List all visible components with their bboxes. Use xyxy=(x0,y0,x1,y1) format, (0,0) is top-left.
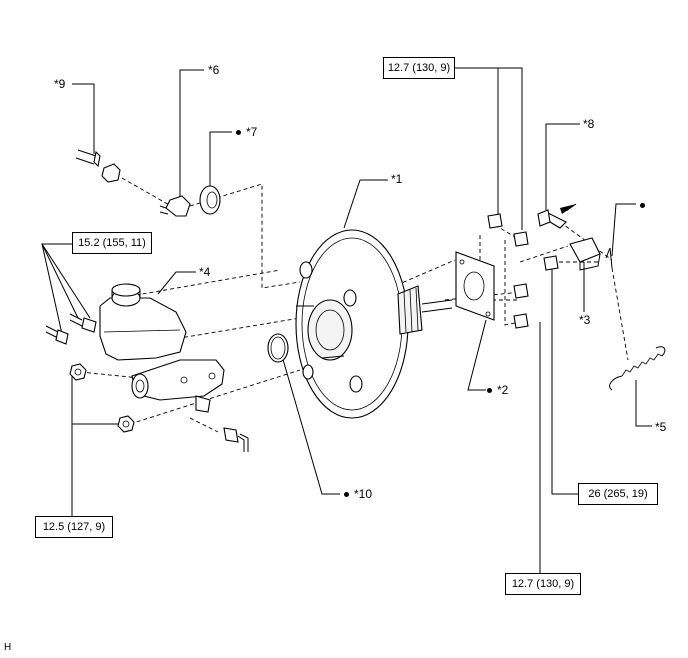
master-cylinder xyxy=(99,283,225,413)
marker-dot-clip xyxy=(640,198,650,212)
label-part-1: *1 xyxy=(391,172,403,186)
label-part-4: *4 xyxy=(199,265,211,279)
label-part-9: *9 xyxy=(54,77,66,91)
booster-nuts xyxy=(487,213,559,329)
torque-box-bottom-left: 12.5 (127, 9) xyxy=(35,516,113,538)
clevis-and-pin xyxy=(537,203,601,271)
label-part-10: *10 xyxy=(354,487,373,501)
brake-line-fittings xyxy=(45,313,97,345)
leader-lines xyxy=(41,67,652,574)
label-part-7-row: *7 xyxy=(236,125,257,139)
torque-box-clevis: 26 (265, 19) xyxy=(578,483,658,505)
marker-dot-2 xyxy=(487,388,492,394)
torque-box-top: 12.7 (130, 9) xyxy=(383,57,455,79)
label-part-8: *8 xyxy=(583,117,595,131)
label-part-2-row: *2 xyxy=(487,383,508,397)
corner-code: H xyxy=(4,642,12,653)
clip-dot-icon xyxy=(640,203,645,209)
label-part-10-row: *10 xyxy=(344,487,372,501)
marker-dot-7 xyxy=(236,130,241,136)
label-part-7: *7 xyxy=(246,125,258,139)
gasket xyxy=(455,251,495,321)
o-ring xyxy=(267,333,289,363)
marker-dot-10 xyxy=(344,492,349,498)
return-spring-and-clip xyxy=(605,247,666,391)
torque-box-left: 15.2 (155, 11) xyxy=(72,232,152,254)
torque-box-bottom-right: 12.7 (130, 9) xyxy=(505,573,581,595)
brake-booster xyxy=(295,229,453,419)
label-part-6: *6 xyxy=(208,63,220,77)
label-part-2: *2 xyxy=(497,383,509,397)
master-cylinder-nuts xyxy=(69,363,135,433)
vacuum-hose-parts xyxy=(75,149,221,217)
label-part-5: *5 xyxy=(655,420,667,434)
label-part-3: *3 xyxy=(579,313,591,327)
sensor-connector xyxy=(223,427,249,452)
